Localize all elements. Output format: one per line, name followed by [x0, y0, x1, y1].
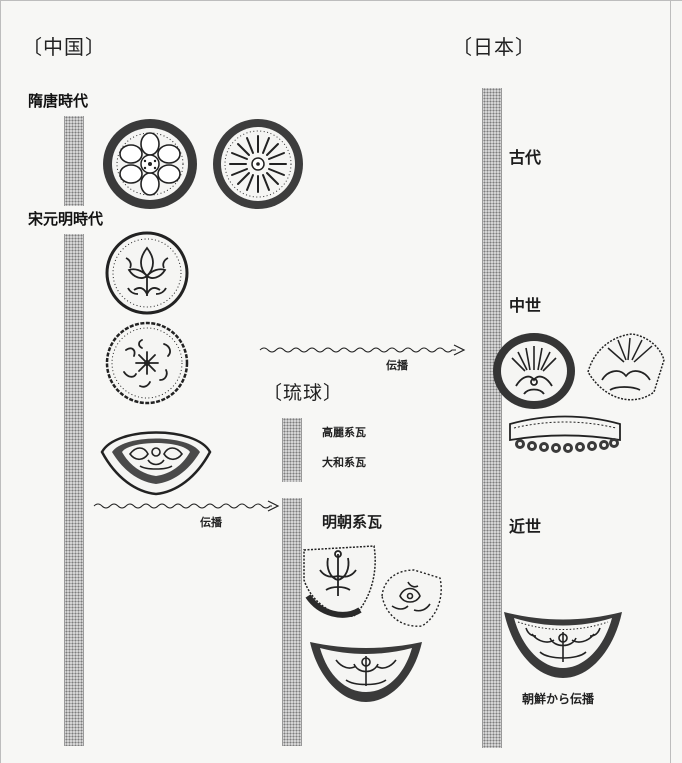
song-yuan-ming-scroll-round-tile	[104, 320, 190, 406]
japan-early-modern-korean-eave-tile	[500, 606, 626, 682]
period-song-yuan-ming: 宋元明時代	[28, 212, 103, 227]
japan-medieval-eave-tile	[506, 410, 624, 458]
japan-timeline-bar	[482, 88, 502, 748]
japan-era-medieval: 中世	[509, 298, 541, 314]
ryukyu-ming-tile-fragment-2	[378, 566, 446, 630]
transmission-label-ryukyu: 伝播	[200, 517, 222, 528]
japan-era-ancient: 古代	[509, 150, 541, 166]
ryukyu-upper-timeline-bar	[282, 418, 302, 482]
china-song-yuan-ming-timeline-bar	[64, 234, 84, 746]
japan-medieval-fan-tile	[584, 330, 668, 406]
region-japan-heading: 〔日本〕	[452, 37, 536, 57]
period-sui-tang: 隋唐時代	[28, 94, 88, 109]
transmission-label-japan: 伝播	[386, 360, 408, 371]
ryukyu-ming-eave-tile	[306, 634, 426, 706]
sui-tang-radial-round-tile	[210, 116, 306, 212]
song-yuan-ming-floral-round-tile	[104, 230, 190, 316]
japan-era-early-modern: 近世	[509, 519, 541, 535]
japan-medieval-round-tile	[490, 330, 578, 412]
frame-left	[0, 0, 1, 763]
ryukyu-ming-timeline-bar	[282, 498, 302, 746]
transmission-arrow-to-ryukyu	[92, 496, 282, 516]
ryukyu-ming-tile-label: 明朝系瓦	[322, 515, 382, 530]
ryukyu-yamato-tile-label: 大和系瓦	[322, 457, 366, 468]
song-yuan-ming-eave-tile	[96, 416, 216, 496]
region-ryukyu-heading: 〔琉球〕	[263, 384, 343, 403]
region-china-heading: 〔中国〕	[22, 37, 106, 57]
ryukyu-ming-tile-fragment-1	[298, 540, 380, 622]
frame-top	[0, 0, 682, 1]
china-sui-tang-timeline-bar	[64, 116, 84, 206]
frame-right	[670, 0, 671, 763]
ryukyu-goryeo-tile-label: 高麗系瓦	[322, 427, 366, 438]
sui-tang-lotus-round-tile	[100, 116, 200, 212]
transmission-from-korea-label: 朝鮮から伝播	[522, 693, 594, 705]
transmission-arrow-to-japan	[258, 340, 468, 360]
